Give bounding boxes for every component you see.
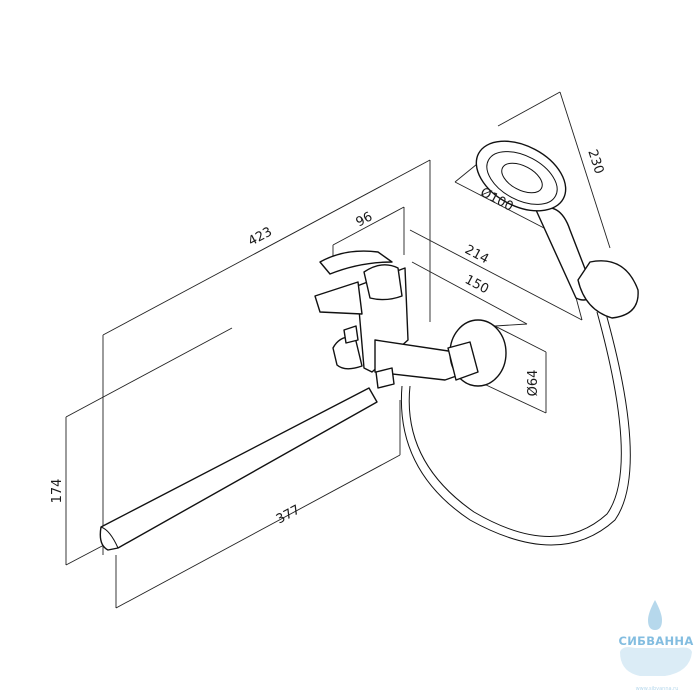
wall-flange xyxy=(447,319,507,387)
shower-hose xyxy=(400,309,631,546)
shower-head xyxy=(475,140,595,301)
dim-spout-height: 174 xyxy=(50,479,65,504)
watermark-brand: СИБВАННА xyxy=(618,634,693,648)
shower-holder xyxy=(577,260,639,319)
dim-body-width: 96 xyxy=(354,209,376,230)
faucet-body xyxy=(99,250,463,551)
dim-centre-to-wall: 150 xyxy=(462,272,491,297)
water-drop-icon xyxy=(648,600,662,630)
dim-spout-length: 377 xyxy=(274,502,303,527)
watermark-logo: СИБВАННА www.sibvanna.ru xyxy=(618,600,693,692)
watermark-url: www.sibvanna.ru xyxy=(636,686,679,692)
dim-flange-diameter: Ø64 xyxy=(526,370,541,397)
dim-centre-to-shower: 214 xyxy=(462,242,491,267)
bathtub-icon xyxy=(620,647,692,676)
dim-shower-head-length: 230 xyxy=(584,148,606,176)
